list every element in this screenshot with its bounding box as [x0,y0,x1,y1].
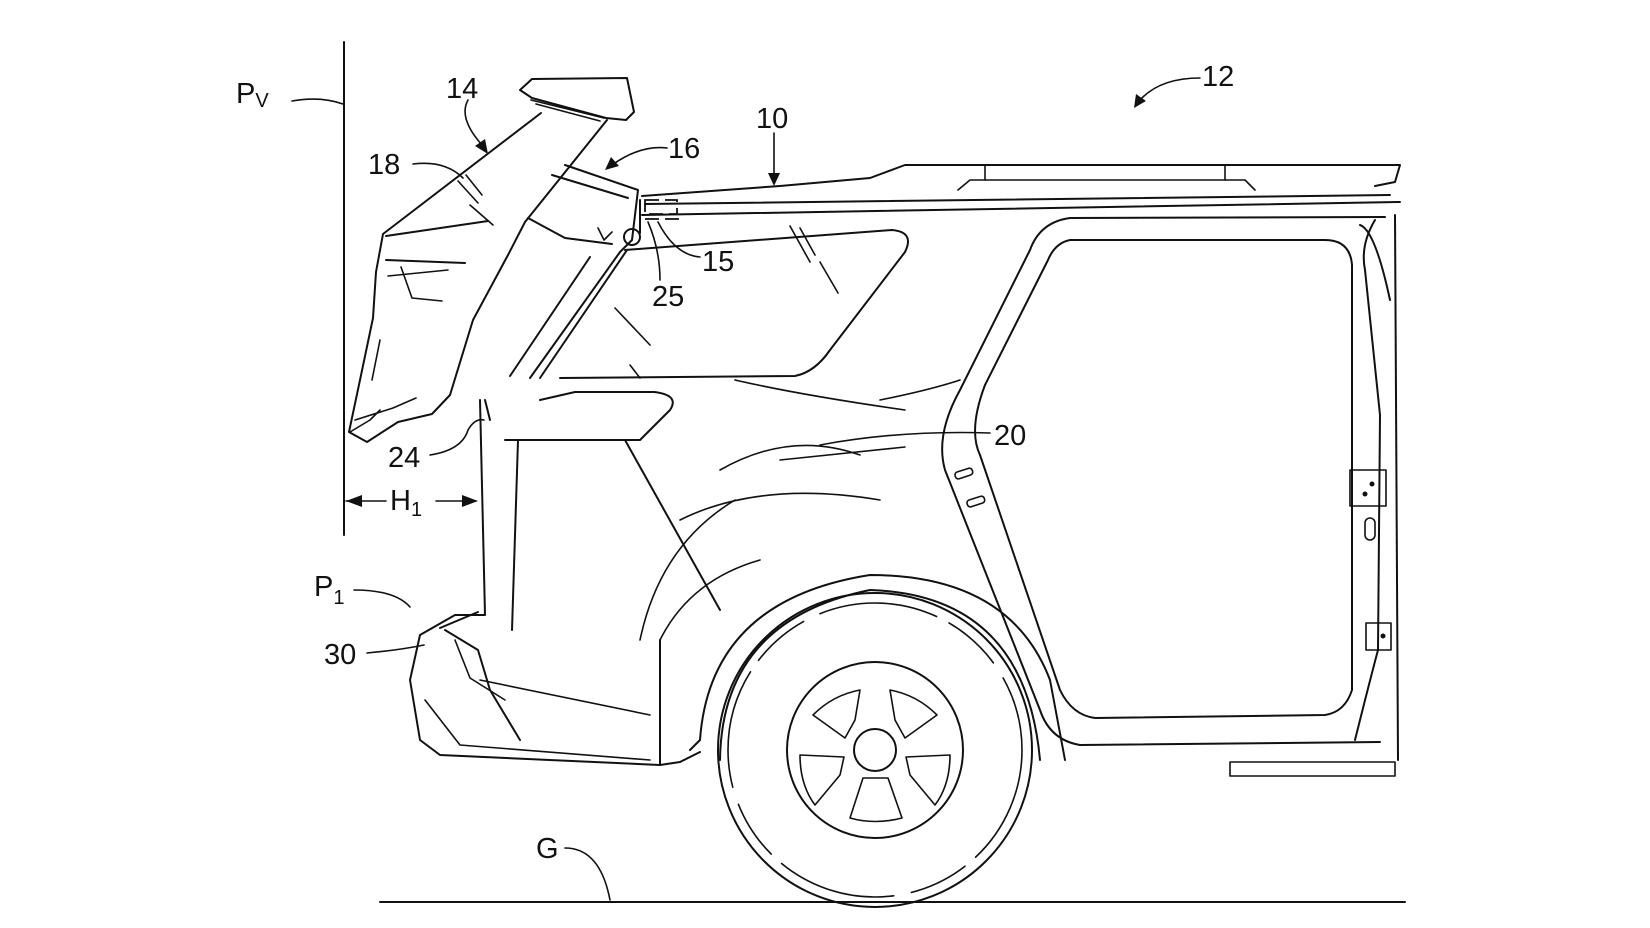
label-12: 12 [1202,61,1234,93]
leader-16 [611,146,668,166]
quarter-window [559,229,909,379]
label-30: 30 [324,639,356,671]
leader-24 [429,418,485,456]
label-h1: H1 [390,485,422,521]
door-latch [1349,469,1387,507]
label-15: 15 [702,246,734,278]
leader-pv [291,98,344,105]
side-window [974,239,1353,719]
label-p1: P1 [314,571,344,609]
label-pv: PV [236,78,269,112]
label-18: 18 [368,149,400,181]
label-14: 14 [446,73,478,105]
leader-30 [366,644,425,654]
leader-20 [819,431,991,446]
leader-g [564,847,611,901]
hinge-component [644,199,678,215]
vehicle-body [409,164,1401,777]
label-g: G [536,833,559,865]
leader-12 [1139,77,1201,101]
leader-25 [647,221,661,281]
rear-wheel [717,592,1033,908]
leader-18 [412,162,464,179]
label-20: 20 [994,420,1026,452]
label-16: 16 [668,133,700,165]
label-25: 25 [652,281,684,313]
label-24: 24 [388,442,420,474]
spoiler [519,77,635,121]
liftgate [348,77,641,443]
leader-14 [464,99,483,146]
label-10: 10 [756,103,788,135]
leader-p1 [353,589,411,608]
leader-15 [657,221,701,258]
wheel-arch [689,574,1066,761]
